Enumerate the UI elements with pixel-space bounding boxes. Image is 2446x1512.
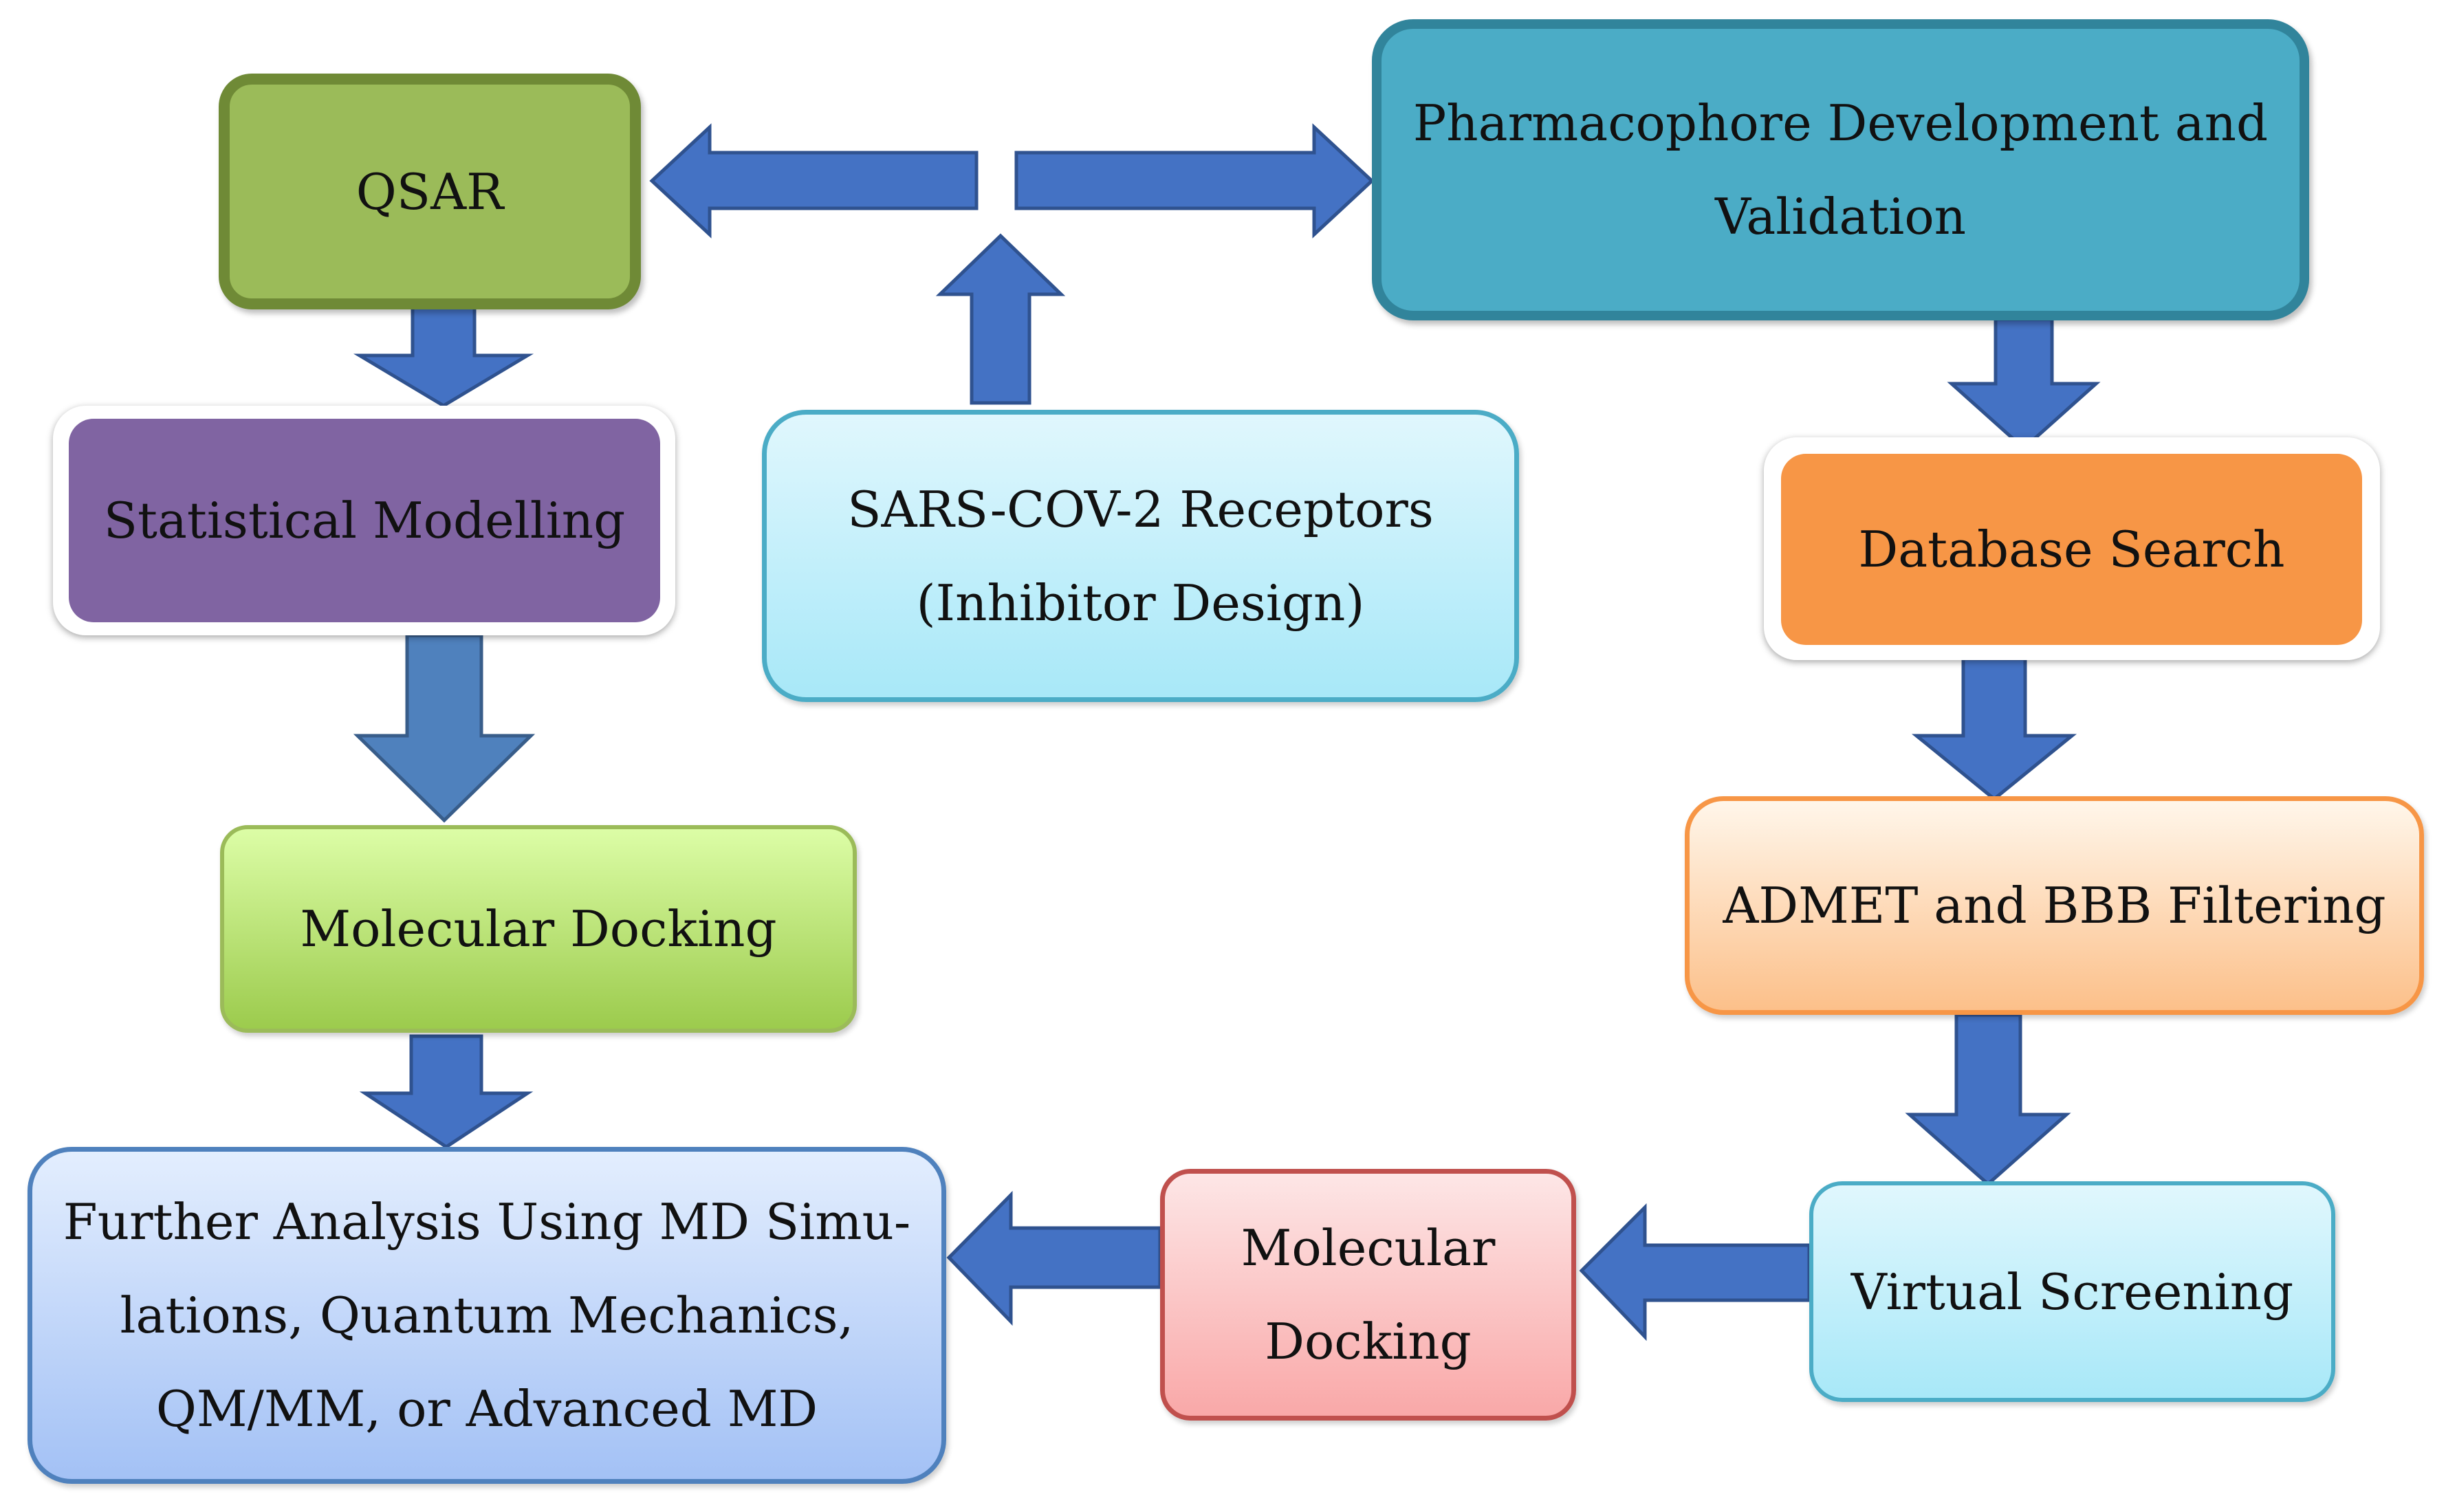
qsar-box: QSAR: [219, 74, 641, 309]
statistical-modelling-box: Statistical Modelling: [69, 419, 660, 622]
molecular-docking-box-left: Molecular Docking: [220, 825, 857, 1033]
node-label-line: lations, Quantum Mechanics,: [120, 1286, 854, 1344]
node-label-line: Docking: [1265, 1313, 1472, 1370]
node-label-line: Further Analysis Using MD Simu-: [63, 1193, 911, 1251]
arrow-sars-up: [935, 233, 1066, 405]
node-label-line: (Inhibitor Design): [916, 573, 1365, 632]
node-label-line: QM/MM, or Advanced MD: [155, 1380, 818, 1438]
admet-bbb-filtering-box: ADMET and BBB Filtering: [1685, 796, 2424, 1015]
node-label-line: Database Search: [1858, 521, 2285, 578]
node-label-line: Statistical Modelling: [103, 492, 626, 549]
node-label: Molecular Docking: [300, 882, 776, 976]
database-search-box: Database Search: [1781, 454, 2362, 645]
node-label: Statistical Modelling: [104, 474, 626, 567]
node-label-line: Molecular Docking: [300, 900, 777, 958]
arrow-to-pharmacophore: [1014, 123, 1375, 239]
node-label: Further Analysis Using MD Simu-lations, …: [63, 1175, 910, 1456]
arrow-docking-to-further-analysis: [946, 1190, 1162, 1326]
arrow-pharm-to-db: [1947, 317, 2101, 451]
arrow-to-qsar: [649, 123, 979, 239]
arrow-vs-to-docking: [1579, 1203, 1811, 1341]
node-label-line: QSAR: [356, 162, 504, 221]
node-label-line: Virtual Screening: [1850, 1262, 2294, 1321]
arrow-db-to-admet: [1911, 657, 2077, 802]
arrow-docking-to-further: [359, 1034, 534, 1149]
virtual-screening-box: Virtual Screening: [1809, 1181, 2335, 1402]
arrow-admet-to-vs: [1905, 1013, 2071, 1187]
node-label-line: Molecular: [1241, 1219, 1496, 1277]
node-label-line: Pharmacophore Development and: [1412, 94, 2269, 152]
further-analysis-box: Further Analysis Using MD Simu-lations, …: [28, 1147, 946, 1484]
node-label-line: Validation: [1714, 188, 1967, 245]
arrow-qsar-to-stat: [353, 304, 534, 408]
node-label: QSAR: [356, 145, 504, 239]
sars-cov2-receptors-box: SARS-COV-2 Receptors (Inhibitor Design): [762, 410, 1519, 702]
arrow-stat-to-docking: [353, 633, 536, 823]
node-label-line: SARS-COV-2 Receptors: [847, 480, 1434, 538]
node-label: SARS-COV-2 Receptors (Inhibitor Design): [847, 463, 1434, 650]
node-label-line: ADMET and BBB Filtering: [1723, 877, 2386, 934]
node-label: Database Search: [1859, 503, 2285, 596]
node-label: Virtual Screening: [1851, 1245, 2293, 1339]
node-label: ADMET and BBB Filtering: [1723, 859, 2385, 952]
